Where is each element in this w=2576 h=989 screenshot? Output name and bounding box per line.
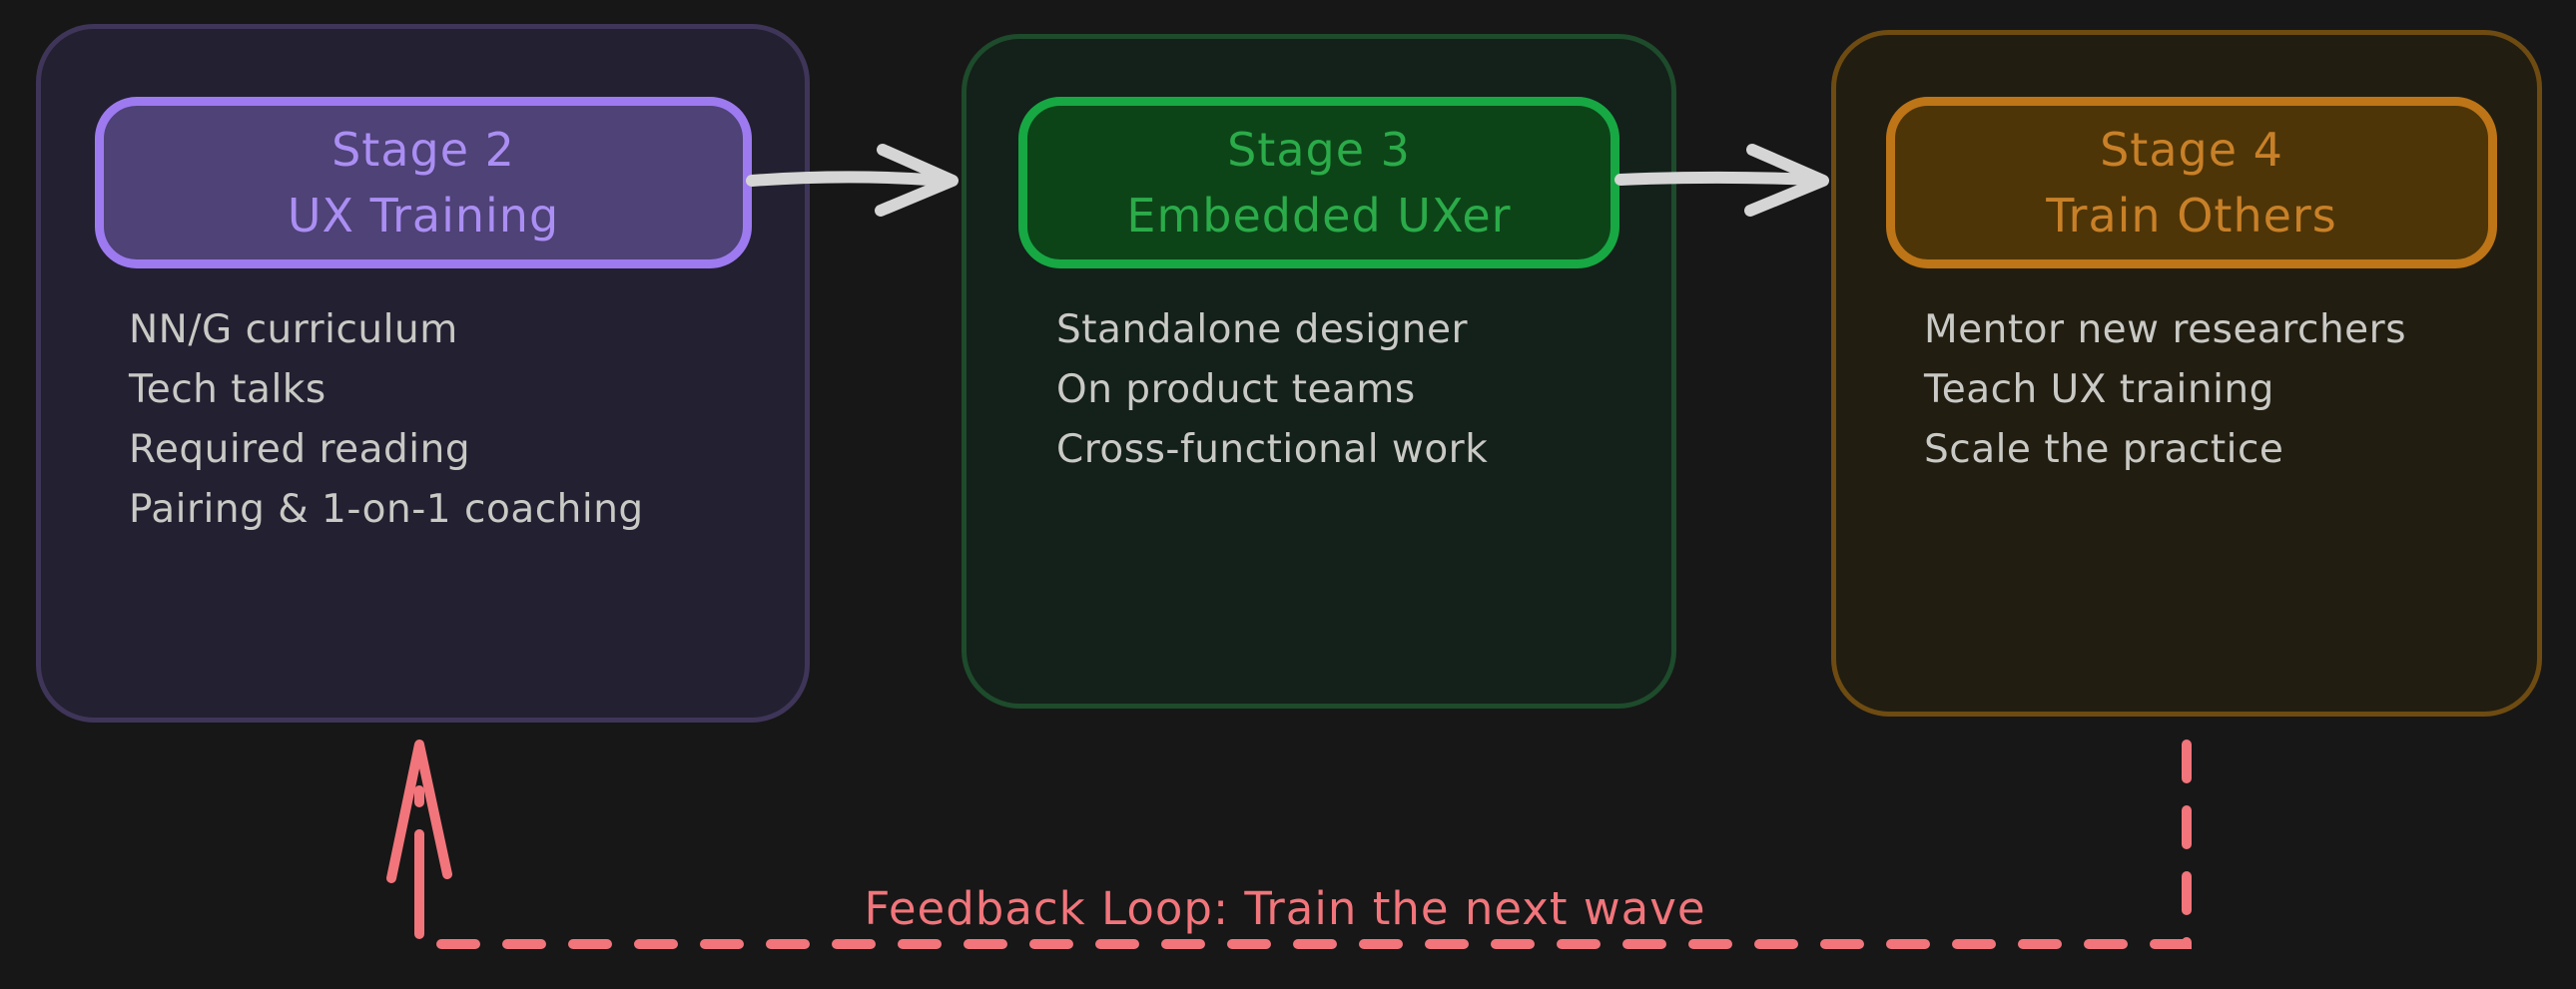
list-item: Scale the practice (1924, 427, 2284, 472)
stage-2-box: Stage 2 UX Training NN/G curriculum Tech… (36, 24, 810, 723)
stage-4-box: Stage 4 Train Others Mentor new research… (1831, 30, 2542, 717)
list-item: Pairing & 1-on-1 coaching (129, 487, 644, 532)
list-item: Tech talks (129, 367, 326, 412)
stage-2-title: Stage 2 (331, 123, 515, 177)
stage-4-item-list: Mentor new researchers Teach UX training… (1924, 300, 2406, 480)
stage-2-header: Stage 2 UX Training (95, 97, 752, 268)
stage-4-subtitle: Train Others (2046, 189, 2337, 243)
stage-3-item-list: Standalone designer On product teams Cro… (1056, 300, 1488, 480)
stage-2-subtitle: UX Training (287, 189, 560, 243)
stage-3-box: Stage 3 Embedded UXer Standalone designe… (962, 34, 1676, 709)
stage-4-header: Stage 4 Train Others (1886, 97, 2497, 268)
stage-3-title: Stage 3 (1227, 123, 1411, 177)
list-item: Teach UX training (1924, 367, 2274, 412)
stage-2-item-list: NN/G curriculum Tech talks Required read… (129, 300, 644, 540)
list-item: Standalone designer (1056, 307, 1469, 352)
stage-3-subtitle: Embedded UXer (1126, 189, 1512, 243)
stage-4-title: Stage 4 (2100, 123, 2283, 177)
list-item: Cross-functional work (1056, 427, 1489, 472)
list-item: Mentor new researchers (1924, 307, 2407, 352)
feedback-loop-label: Feedback Loop: Train the next wave (864, 882, 1706, 935)
stage-3-header: Stage 3 Embedded UXer (1018, 97, 1619, 268)
list-item: Required reading (129, 427, 471, 472)
list-item: NN/G curriculum (129, 307, 458, 352)
list-item: On product teams (1056, 367, 1416, 412)
